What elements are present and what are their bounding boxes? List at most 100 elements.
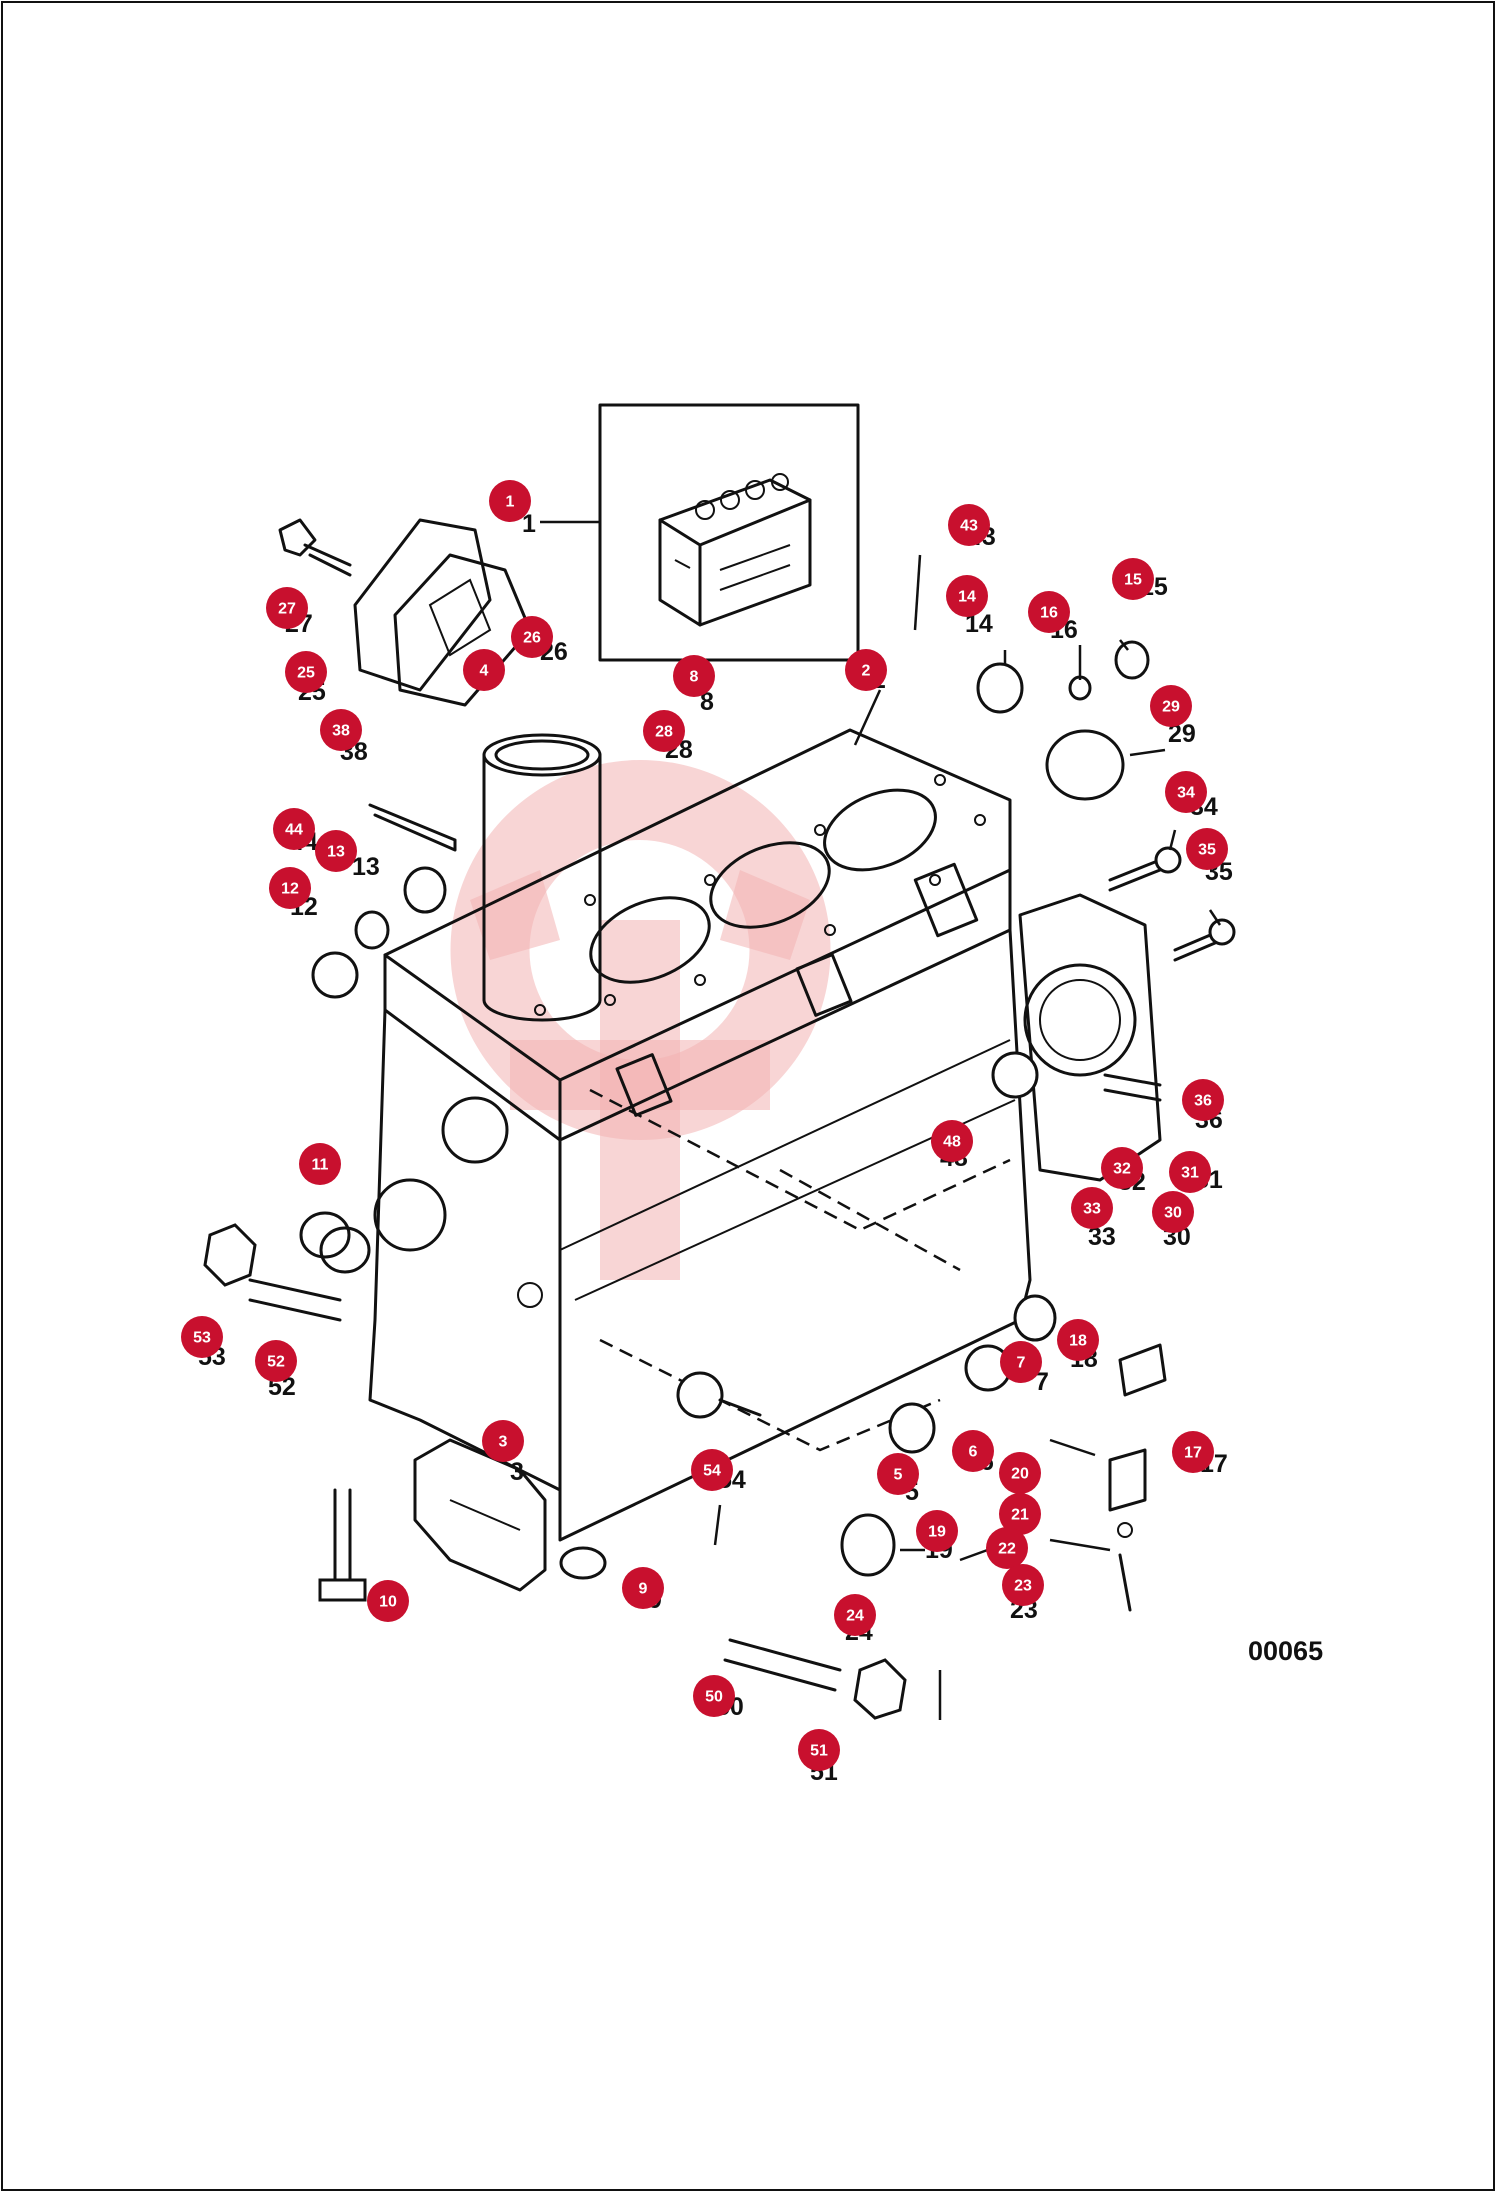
callout-badge-35[interactable]: 35 bbox=[1186, 828, 1228, 870]
callout-badge-circle bbox=[693, 1675, 735, 1717]
callout-badge-circle bbox=[511, 616, 553, 658]
callout-badge-21[interactable]: 21 bbox=[999, 1493, 1041, 1535]
callout-badge-14[interactable]: 14 bbox=[946, 575, 988, 617]
bolts-34-35 bbox=[1108, 846, 1236, 962]
bolt-10 bbox=[318, 1488, 367, 1602]
callout-badge-32[interactable]: 32 bbox=[1101, 1147, 1143, 1189]
callout-badge-43[interactable]: 43 bbox=[948, 504, 990, 546]
filter-adapter-plate bbox=[353, 518, 532, 707]
inset-complete-block bbox=[598, 403, 860, 662]
callout-badge-15[interactable]: 15 bbox=[1112, 558, 1154, 600]
callout-badge-label: 43 bbox=[960, 518, 978, 535]
callout-badge-label: 29 bbox=[1162, 699, 1180, 716]
part-number-label: 13 bbox=[352, 853, 380, 881]
callout-badge-label: 38 bbox=[332, 723, 350, 740]
callout-badge-25[interactable]: 25 bbox=[285, 651, 327, 693]
callout-badge-circle bbox=[482, 1420, 524, 1462]
callout-badge-circle bbox=[1057, 1319, 1099, 1361]
callout-badge-circle bbox=[255, 1340, 297, 1382]
part-number-label: 7 bbox=[1035, 1368, 1049, 1396]
callout-badge-label: 34 bbox=[1177, 785, 1195, 802]
stud-50-nut-51 bbox=[723, 1638, 907, 1720]
callout-badge-18[interactable]: 18 bbox=[1057, 1319, 1099, 1361]
callout-badge-52[interactable]: 52 bbox=[255, 1340, 297, 1382]
callout-badge-34[interactable]: 34 bbox=[1165, 771, 1207, 813]
callout-badge-31[interactable]: 31 bbox=[1169, 1151, 1211, 1193]
callout-badge-4[interactable]: 4 bbox=[463, 649, 505, 691]
callout-badge-label: 50 bbox=[705, 1689, 723, 1706]
callout-badge-label: 3 bbox=[499, 1434, 508, 1451]
callout-badge-circle bbox=[798, 1729, 840, 1771]
callout-badge-8[interactable]: 8 bbox=[673, 655, 715, 697]
callout-badge-circle bbox=[1101, 1147, 1143, 1189]
callout-badge-label: 18 bbox=[1069, 1333, 1087, 1350]
callout-badge-circle bbox=[367, 1580, 409, 1622]
bushing-11 bbox=[299, 1211, 371, 1274]
callout-badge-11[interactable]: 11 bbox=[299, 1143, 341, 1185]
callout-badge-44[interactable]: 44 bbox=[273, 808, 315, 850]
callout-badge-circle bbox=[489, 480, 531, 522]
stud-38 bbox=[368, 803, 457, 852]
callout-badge-label: 5 bbox=[894, 1467, 903, 1484]
callout-badge-20[interactable]: 20 bbox=[999, 1452, 1041, 1494]
callout-badge-3[interactable]: 3 bbox=[482, 1420, 524, 1462]
cylinder-block bbox=[368, 728, 1162, 1542]
callout-badge-label: 13 bbox=[327, 844, 345, 861]
callout-badge-53[interactable]: 53 bbox=[181, 1316, 223, 1358]
callout-badge-13[interactable]: 13 bbox=[315, 830, 357, 872]
callout-badge-26[interactable]: 26 bbox=[511, 616, 553, 658]
callout-badge-27[interactable]: 27 bbox=[266, 587, 308, 629]
callout-badge-circle bbox=[986, 1527, 1028, 1569]
callout-badge-label: 12 bbox=[281, 881, 299, 898]
callout-badge-label: 11 bbox=[312, 1157, 329, 1174]
callout-badge-circle bbox=[931, 1120, 973, 1162]
callout-badge-label: 48 bbox=[943, 1134, 961, 1151]
callout-badge-30[interactable]: 30 bbox=[1152, 1191, 1194, 1233]
plugs-12-13-44 bbox=[311, 866, 447, 999]
callout-badge-circle bbox=[1152, 1191, 1194, 1233]
callout-badge-2[interactable]: 2 bbox=[845, 649, 887, 691]
callout-badge-circle bbox=[266, 587, 308, 629]
callout-badge-6[interactable]: 6 bbox=[952, 1430, 994, 1472]
callout-badge-circle bbox=[273, 808, 315, 850]
callout-badge-23[interactable]: 23 bbox=[1002, 1564, 1044, 1606]
callout-badge-label: 22 bbox=[998, 1541, 1016, 1558]
callout-badge-33[interactable]: 33 bbox=[1071, 1187, 1113, 1229]
callout-badge-circle bbox=[181, 1316, 223, 1358]
callout-badge-circle bbox=[1172, 1431, 1214, 1473]
callout-badge-label: 21 bbox=[1011, 1507, 1029, 1524]
bolt-52-nut-53 bbox=[203, 1223, 342, 1322]
bolt-27 bbox=[278, 518, 352, 577]
callout-badge-label: 8 bbox=[690, 669, 699, 686]
callout-badge-51[interactable]: 51 bbox=[798, 1729, 840, 1771]
callout-badge-circle bbox=[845, 649, 887, 691]
callout-badge-7[interactable]: 7 bbox=[1000, 1341, 1042, 1383]
callout-badge-9[interactable]: 9 bbox=[622, 1567, 664, 1609]
callout-badge-circle bbox=[285, 651, 327, 693]
callout-badge-28[interactable]: 28 bbox=[643, 710, 685, 752]
callout-badge-circle bbox=[315, 830, 357, 872]
callout-badge-10[interactable]: 10 bbox=[367, 1580, 409, 1622]
callout-badge-24[interactable]: 24 bbox=[834, 1594, 876, 1636]
callout-badge-36[interactable]: 36 bbox=[1182, 1079, 1224, 1121]
callout-badge-1[interactable]: 1 bbox=[489, 480, 531, 522]
callout-badges: 1234567891011121314151617181920212223242… bbox=[181, 480, 1228, 1771]
callout-badge-54[interactable]: 54 bbox=[691, 1449, 733, 1491]
callout-badge-29[interactable]: 29 bbox=[1150, 685, 1192, 727]
callout-badge-circle bbox=[622, 1567, 664, 1609]
callout-badge-12[interactable]: 12 bbox=[269, 867, 311, 909]
callout-badge-16[interactable]: 16 bbox=[1028, 591, 1070, 633]
plugs-14-15-16-29 bbox=[976, 640, 1150, 801]
callout-badge-label: 54 bbox=[703, 1463, 721, 1480]
callout-badge-label: 52 bbox=[267, 1354, 285, 1371]
callout-badge-50[interactable]: 50 bbox=[693, 1675, 735, 1717]
callout-badge-5[interactable]: 5 bbox=[877, 1453, 919, 1495]
callout-badge-48[interactable]: 48 bbox=[931, 1120, 973, 1162]
callout-badge-38[interactable]: 38 bbox=[320, 709, 362, 751]
callout-badge-circle bbox=[1000, 1341, 1042, 1383]
callout-badge-22[interactable]: 22 bbox=[986, 1527, 1028, 1569]
callout-badge-label: 2 bbox=[862, 663, 871, 680]
callout-badge-19[interactable]: 19 bbox=[916, 1510, 958, 1552]
callout-badge-17[interactable]: 17 bbox=[1172, 1431, 1214, 1473]
